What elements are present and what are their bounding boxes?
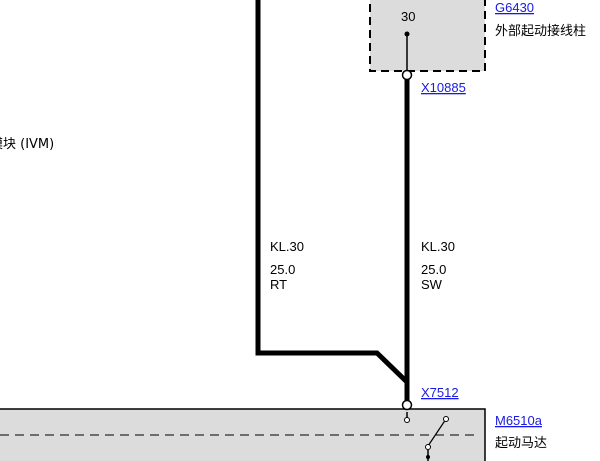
starter-contact-bottom — [425, 444, 431, 450]
wire-right-gauge: 25.0 — [421, 262, 446, 277]
starter-switch-pivot — [443, 416, 449, 422]
starter-name: 起动马达 — [495, 436, 547, 451]
wire-left-color: RT — [270, 277, 287, 292]
external-start-terminal: 30 — [369, 0, 486, 72]
wire-label-right: KL.30 25.0 SW — [421, 239, 455, 292]
starter-switch-blade — [427, 418, 447, 447]
external-terminal-name: 外部起动接线柱 — [495, 23, 586, 39]
starter-motor — [0, 408, 486, 461]
module-partial-label: 模块 (IVM) — [0, 137, 54, 152]
wire-left-signal: KL.30 — [270, 239, 304, 254]
wire-right-color: SW — [421, 277, 443, 292]
connector-top-circle — [401, 69, 413, 81]
terminal-pin-label: 30 — [401, 9, 415, 24]
starter-code-link[interactable]: M6510a — [495, 413, 543, 428]
connector-top-link[interactable]: X10885 — [421, 80, 466, 95]
connector-bottom-circle — [401, 399, 413, 411]
starter-contact-top — [404, 417, 410, 423]
connector-bottom-link[interactable]: X7512 — [421, 385, 459, 400]
starter-junction-dot — [426, 455, 430, 459]
external-terminal-code-link[interactable]: G6430 — [495, 0, 534, 15]
terminal-pin-dot — [404, 31, 410, 37]
wire-right-signal: KL.30 — [421, 239, 455, 254]
wire-label-left: KL.30 25.0 RT — [270, 239, 304, 292]
wire-left-gauge: 25.0 — [270, 262, 295, 277]
external-terminal-box — [369, 0, 486, 72]
